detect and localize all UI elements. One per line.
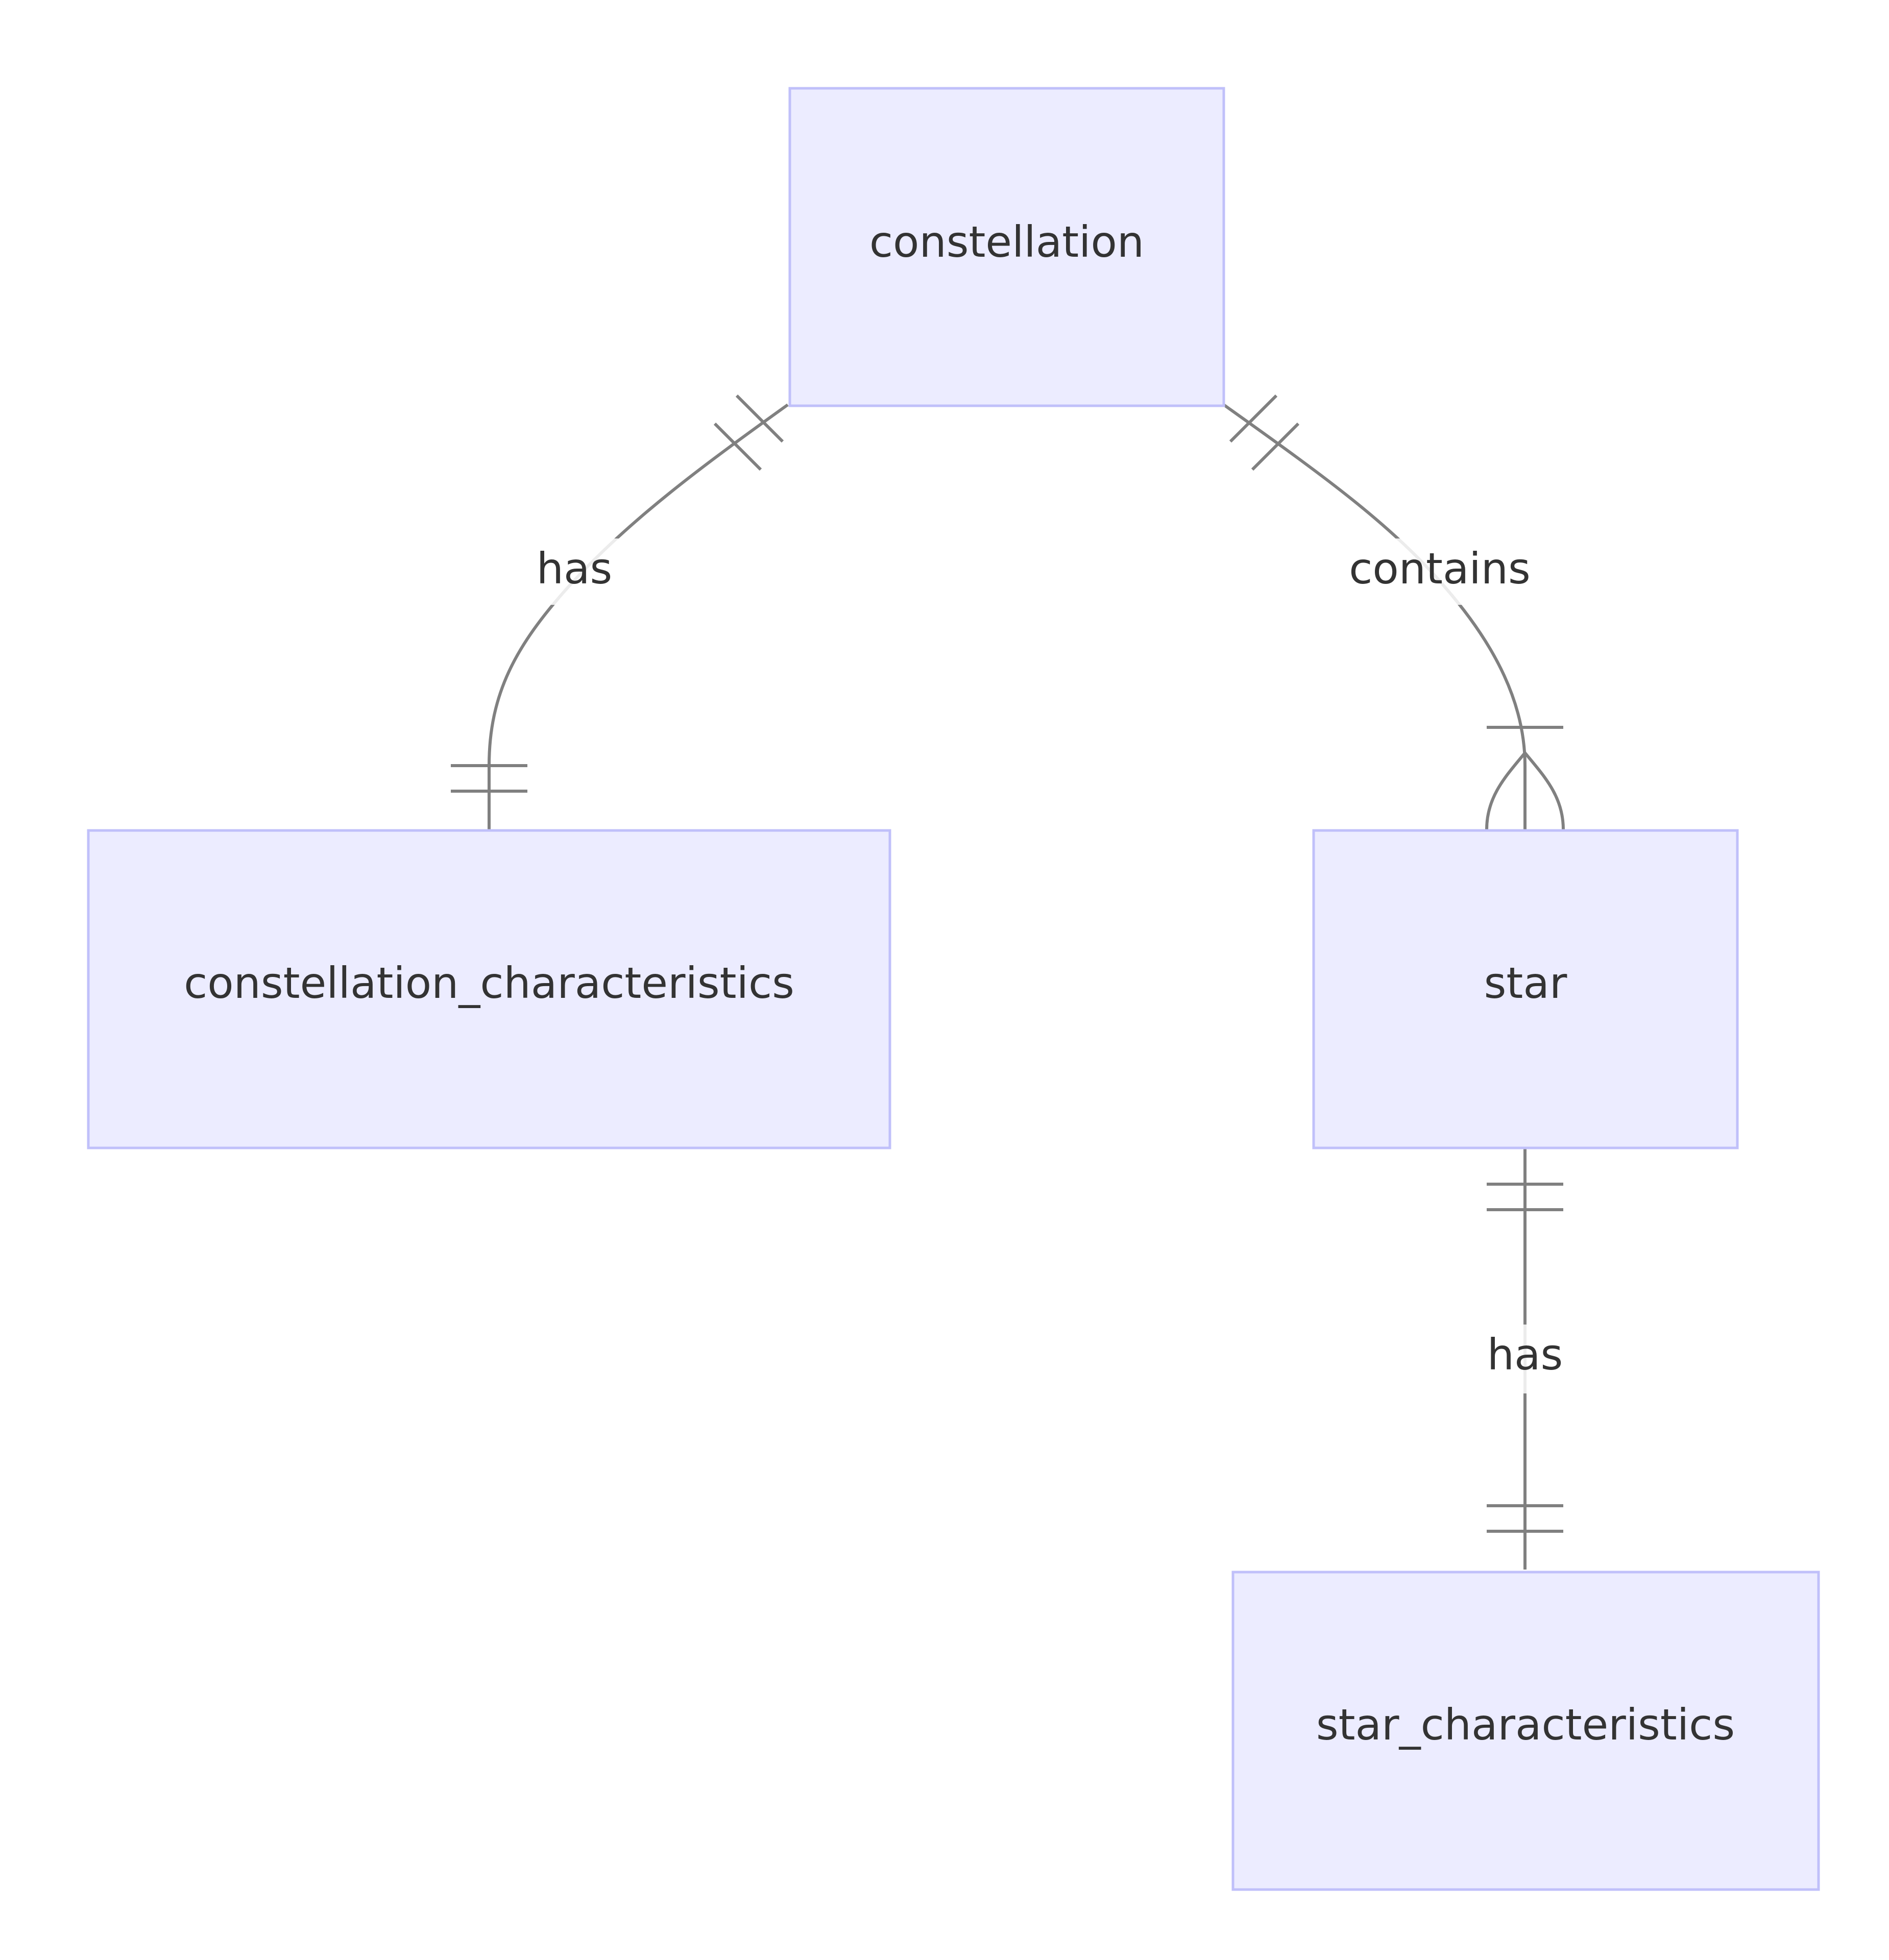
relationship-label: has xyxy=(1487,1330,1563,1380)
relationship-line xyxy=(1223,403,1527,829)
entity-constellation[interactable]: constellation xyxy=(788,87,1225,407)
relationship-constellation-has-constellation-characteristics: has xyxy=(451,394,789,829)
exactly-one-marker xyxy=(735,394,784,443)
relationship-constellation-contains-star: contains xyxy=(1223,394,1565,830)
entity-constellation-characteristics[interactable]: constellation_characteristics xyxy=(87,829,891,1149)
entity-label: constellation xyxy=(869,217,1144,267)
relationship-line xyxy=(488,403,789,829)
entity-label: star xyxy=(1484,958,1567,1008)
exactly-one-marker xyxy=(713,422,762,471)
exactly-one-marker xyxy=(1251,422,1300,471)
exactly-one-marker xyxy=(1229,394,1278,443)
relationship-label: contains xyxy=(1349,544,1531,594)
entity-box xyxy=(1231,1571,1820,1891)
entity-box xyxy=(87,829,891,1149)
entity-label: star_characteristics xyxy=(1316,1700,1735,1750)
entity-label: constellation_characteristics xyxy=(184,958,794,1008)
entity-box xyxy=(788,87,1225,407)
entity-star-characteristics[interactable]: star_characteristics xyxy=(1231,1571,1820,1891)
entity-box xyxy=(1312,829,1739,1149)
crow-foot-marker xyxy=(1485,750,1565,830)
entity-star[interactable]: star xyxy=(1312,829,1739,1149)
relationship-label: has xyxy=(537,544,612,594)
relationship-star-has-star-characteristics: has xyxy=(1478,1148,1572,1570)
